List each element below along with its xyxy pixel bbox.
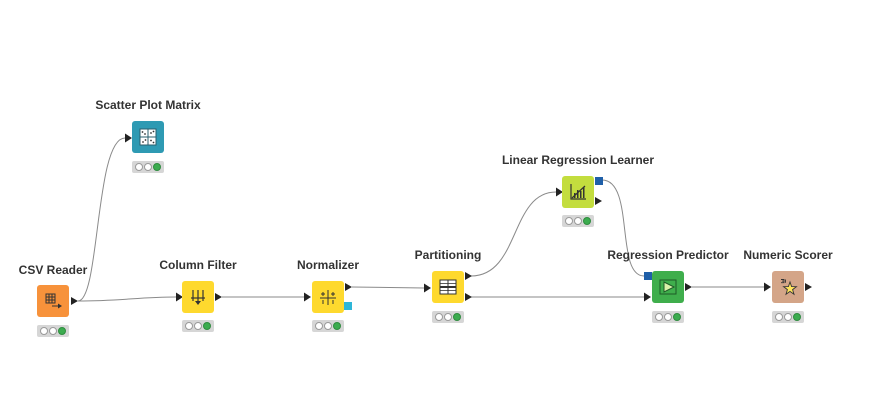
status-light-green	[333, 322, 341, 330]
output-port-partitioning-second[interactable]	[465, 292, 472, 301]
connection-csv-reader-to-scatter-matrix	[77, 137, 126, 302]
status-light-red	[655, 313, 663, 321]
node-normalizer[interactable]	[312, 281, 344, 313]
status-light-yellow	[574, 217, 582, 225]
output-port-normalizer-model[interactable]	[344, 302, 352, 310]
input-port-partitioning	[424, 283, 431, 293]
output-port-scorer[interactable]	[805, 282, 812, 291]
status-light-green	[203, 322, 211, 330]
node-csv-reader[interactable]	[37, 285, 69, 317]
node-scatter-matrix[interactable]	[132, 121, 164, 153]
table-arrow-icon	[45, 293, 62, 309]
status-light-red	[135, 163, 143, 171]
node-column-filter[interactable]	[182, 281, 214, 313]
status-column-filter	[182, 320, 214, 332]
node-label-csv-reader: CSV Reader	[18, 263, 88, 277]
status-light-yellow	[144, 163, 152, 171]
status-numeric-scorer	[772, 311, 804, 323]
status-light-red	[435, 313, 443, 321]
status-scatter-matrix	[132, 161, 164, 173]
status-light-green	[793, 313, 801, 321]
input-port-scorer	[764, 282, 771, 292]
node-label-partitioning: Partitioning	[414, 248, 482, 262]
status-light-red	[775, 313, 783, 321]
status-csv-reader	[37, 325, 69, 337]
node-reg-predictor[interactable]	[652, 271, 684, 303]
input-port-learner	[556, 187, 563, 197]
normalizer-icon	[320, 290, 336, 305]
status-light-yellow	[444, 313, 452, 321]
connection-learner-to-predictor	[601, 179, 645, 277]
status-light-green	[453, 313, 461, 321]
status-light-yellow	[49, 327, 57, 335]
input-port-predictor-model[interactable]	[644, 272, 652, 280]
scorer-star-icon	[781, 279, 798, 296]
output-port-learner-model[interactable]	[595, 177, 603, 185]
status-light-yellow	[194, 322, 202, 330]
connection-csv-reader-to-column-filter	[77, 296, 177, 302]
status-light-red	[185, 322, 193, 330]
connection-normalizer-to-partitioning	[351, 286, 425, 289]
input-port-scatter-matrix	[125, 133, 132, 143]
status-partitioning	[432, 311, 464, 323]
scatter-matrix-icon	[139, 128, 157, 146]
node-label-reg-predictor: Regression Predictor	[607, 248, 729, 262]
output-port-csv-reader[interactable]	[71, 296, 78, 305]
output-port-partitioning-first[interactable]	[465, 271, 472, 280]
connection-partitioning-to-learner	[470, 191, 557, 277]
node-label-scatter-matrix: Scatter Plot Matrix	[95, 98, 201, 112]
input-port-predictor-data	[644, 292, 651, 302]
status-lr-learner	[562, 215, 594, 227]
input-port-column-filter	[176, 292, 183, 302]
status-reg-predictor	[652, 311, 684, 323]
status-light-red	[315, 322, 323, 330]
status-normalizer	[312, 320, 344, 332]
node-partitioning[interactable]	[432, 271, 464, 303]
node-label-column-filter: Column Filter	[159, 258, 237, 272]
output-port-predictor[interactable]	[685, 282, 692, 291]
node-lr-learner[interactable]	[562, 176, 594, 208]
status-light-red	[40, 327, 48, 335]
node-label-normalizer: Normalizer	[296, 258, 360, 272]
node-numeric-scorer[interactable]	[772, 271, 804, 303]
node-label-numeric-scorer: Numeric Scorer	[743, 248, 833, 262]
status-light-green	[673, 313, 681, 321]
output-port-normalizer-data[interactable]	[345, 282, 352, 291]
status-light-green	[153, 163, 161, 171]
output-port-learner-data[interactable]	[595, 196, 602, 205]
status-light-red	[565, 217, 573, 225]
status-light-green	[58, 327, 66, 335]
regression-chart-icon	[570, 184, 586, 200]
partition-icon	[439, 279, 457, 295]
output-port-column-filter[interactable]	[215, 292, 222, 301]
status-light-yellow	[784, 313, 792, 321]
status-light-green	[583, 217, 591, 225]
status-light-yellow	[324, 322, 332, 330]
node-label-lr-learner: Linear Regression Learner	[501, 153, 655, 167]
predictor-icon	[659, 279, 677, 295]
input-port-normalizer	[304, 292, 311, 302]
column-filter-icon	[191, 290, 205, 305]
status-light-yellow	[664, 313, 672, 321]
